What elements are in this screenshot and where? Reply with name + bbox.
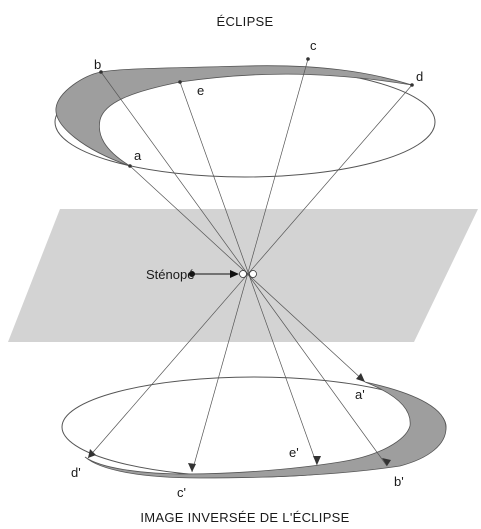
label-e: e — [197, 83, 204, 98]
label-e-prime: e' — [289, 445, 299, 460]
bottom-crescent — [84, 381, 447, 479]
point-b-dot — [99, 70, 103, 74]
pinhole-left — [239, 270, 247, 278]
point-e-dot — [178, 80, 182, 84]
point-d-dot — [410, 83, 414, 87]
point-a-dot — [128, 164, 132, 168]
label-d: d — [416, 69, 423, 84]
top-crescent — [55, 65, 413, 167]
pinhole-label: Sténopé — [146, 267, 194, 282]
label-d-prime: d' — [71, 465, 81, 480]
pinhole-pointer-arrow — [230, 270, 239, 278]
ray-c — [191, 58, 309, 473]
point-c-dot — [306, 57, 310, 61]
label-a-prime: a' — [355, 387, 365, 402]
arrow-a-prime — [356, 373, 365, 382]
projection-lines — [87, 58, 413, 473]
pinhole — [239, 270, 257, 278]
arrow-e-prime — [313, 456, 321, 465]
label-c-prime: c' — [177, 485, 186, 500]
ray-b — [100, 71, 388, 467]
arrow-c-prime — [188, 463, 196, 472]
top-point-dots — [99, 57, 414, 168]
title-top: ÉCLIPSE — [216, 14, 273, 29]
pinhole-right — [249, 270, 257, 278]
label-a: a — [134, 148, 142, 163]
title-bottom: IMAGE INVERSÉE DE L'ÉCLIPSE — [140, 510, 349, 525]
label-b: b — [94, 57, 101, 72]
ray-d — [87, 84, 413, 459]
bottom-arrowheads — [88, 373, 391, 472]
label-c: c — [310, 38, 317, 53]
label-b-prime: b' — [394, 474, 404, 489]
arrow-b-prime — [382, 458, 391, 466]
arrow-d-prime — [88, 449, 96, 458]
